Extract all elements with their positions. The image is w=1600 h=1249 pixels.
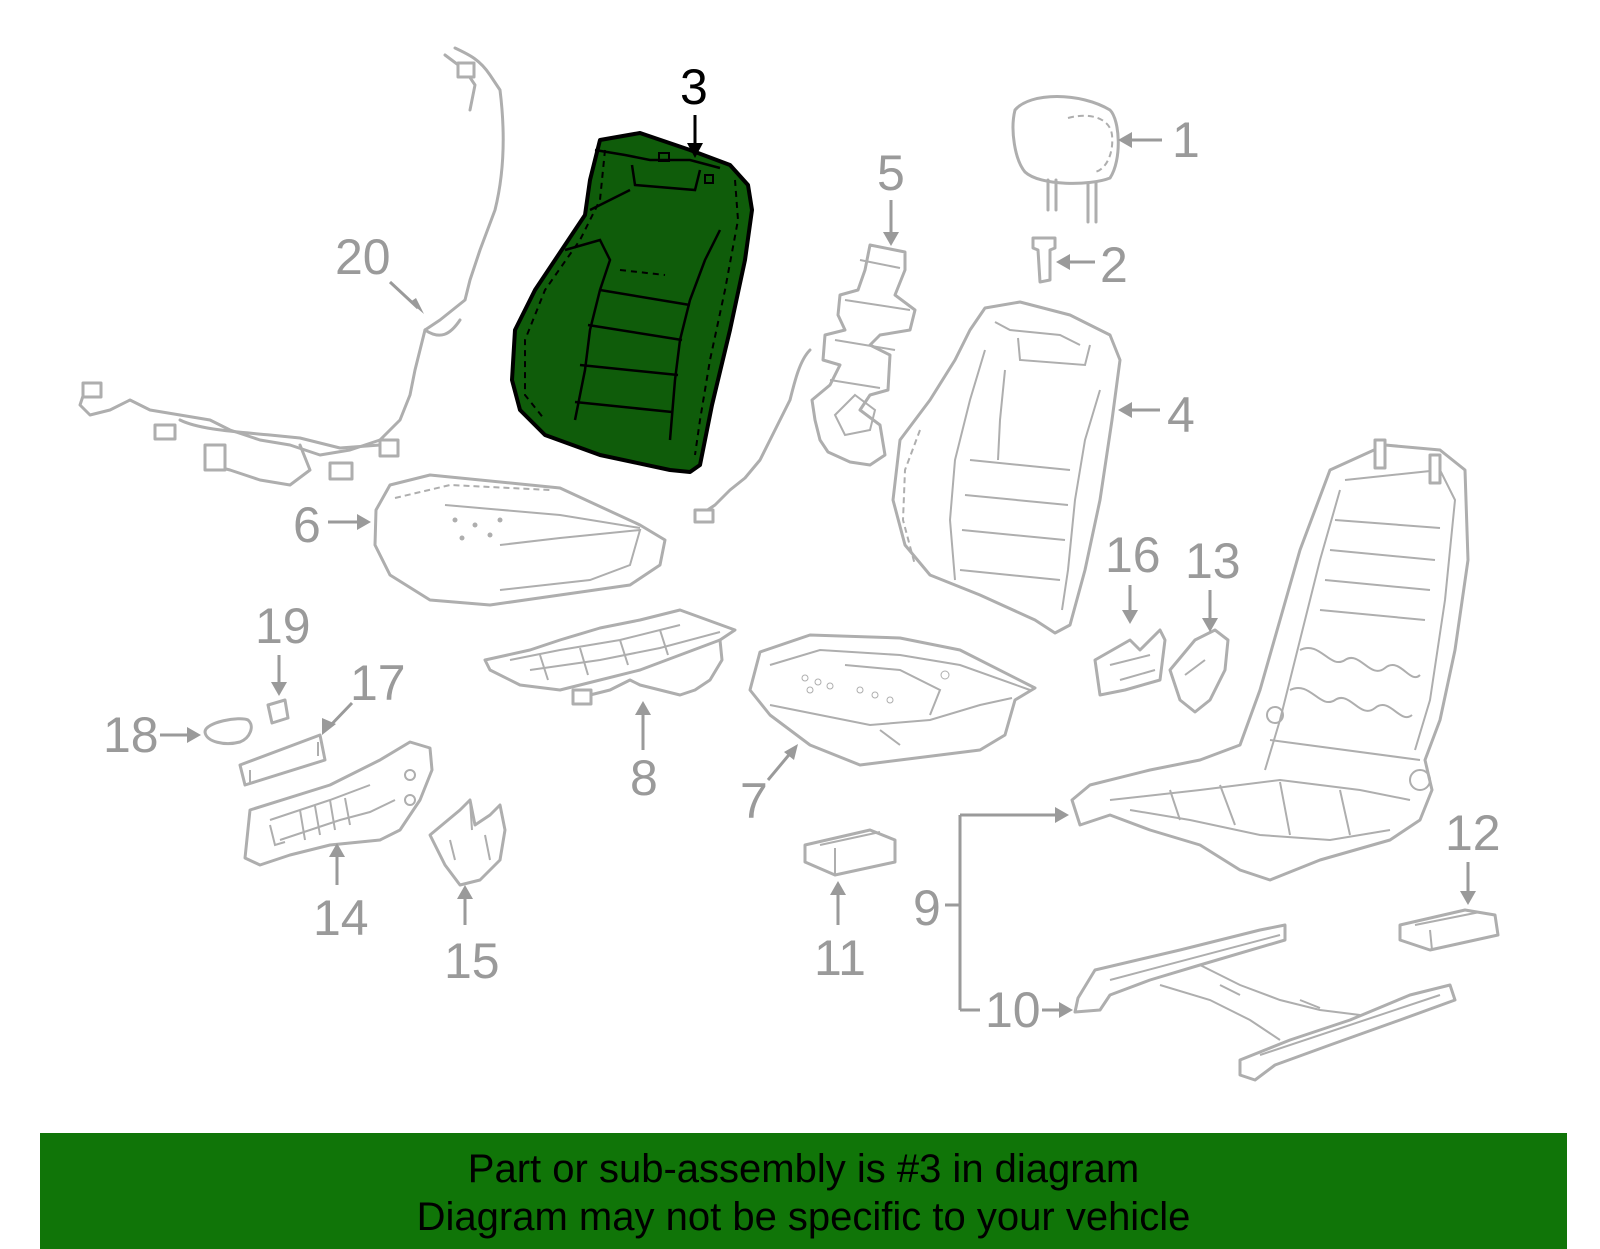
part-5-lumbar[interactable] (693, 243, 917, 524)
part-14-side-trim[interactable] (243, 740, 434, 867)
callout-18-label: 18 (103, 707, 159, 763)
callout-15-label: 15 (444, 933, 500, 989)
callout-5: 5 (877, 145, 905, 246)
part-2-guide[interactable] (1031, 236, 1057, 284)
callout-6: 6 (293, 497, 371, 553)
part-8-sensor-mat[interactable] (483, 608, 737, 706)
callout-17: 17 (322, 655, 406, 735)
callout-9-label: 9 (913, 880, 941, 936)
callout-3: 3 (680, 59, 708, 158)
callout-4: 4 (1118, 387, 1195, 443)
callout-17-label: 17 (350, 655, 406, 711)
callout-10-label: 10 (985, 982, 1041, 1038)
callout-14: 14 (313, 843, 369, 946)
callout-9: 9 (913, 807, 1069, 1012)
callout-2-label: 2 (1100, 237, 1128, 293)
callout-19: 19 (255, 598, 311, 696)
callout-5-label: 5 (877, 145, 905, 201)
banner-line-part: Part or sub-assembly is #3 in diagram (467, 1147, 1140, 1191)
callout-13: 13 (1185, 533, 1241, 632)
callout-20: 20 (335, 229, 424, 314)
banner-line-disclaimer: Diagram may not be specific to your vehi… (416, 1195, 1191, 1239)
callout-4-label: 4 (1167, 387, 1195, 443)
part-19-clip[interactable] (266, 698, 290, 725)
part-17-switch[interactable] (238, 733, 327, 787)
part-7-cushion-pad[interactable] (748, 633, 1037, 767)
callout-1-label: 1 (1172, 112, 1200, 168)
callout-3-label: 3 (680, 59, 708, 115)
callout-7-label: 7 (740, 773, 768, 829)
part-20-harness[interactable] (78, 46, 505, 487)
part-info-banner: Part or sub-assembly is #3 in diagram Di… (40, 1133, 1567, 1249)
part-3-seat-back-cover[interactable] (510, 131, 754, 474)
part-11-cover[interactable] (803, 828, 897, 877)
part-16-bracket[interactable] (1093, 628, 1167, 697)
callout-8-label: 8 (630, 750, 658, 806)
callout-16-label: 16 (1105, 527, 1161, 583)
callout-15: 15 (444, 885, 500, 989)
callout-19-label: 19 (255, 598, 311, 654)
part-6-cushion-cover[interactable] (373, 473, 667, 607)
part-15-inner-trim[interactable] (428, 798, 507, 887)
callout-1: 1 (1118, 112, 1200, 168)
part-9-seat-frame[interactable] (1070, 438, 1470, 882)
callout-20-label: 20 (335, 229, 391, 285)
callout-14-label: 14 (313, 890, 369, 946)
callout-8: 8 (630, 701, 658, 806)
callout-13-label: 13 (1185, 533, 1241, 589)
part-12-cover[interactable] (1398, 908, 1500, 952)
callout-10: 10 (985, 982, 1073, 1038)
callout-6-label: 6 (293, 497, 321, 553)
part-4-seat-back-pad[interactable] (891, 300, 1122, 635)
callout-12: 12 (1445, 805, 1501, 905)
callout-2: 2 (1056, 237, 1128, 293)
part-13-cover[interactable] (1168, 628, 1230, 714)
callout-16: 16 (1105, 527, 1161, 624)
callout-11-label: 11 (814, 930, 866, 986)
part-10-seat-track[interactable] (1073, 923, 1457, 1082)
callout-18: 18 (103, 707, 201, 763)
callout-11: 11 (814, 881, 866, 986)
part-18-knob[interactable] (203, 717, 253, 746)
callout-7: 7 (740, 744, 798, 829)
part-1-headrest[interactable] (1011, 95, 1120, 224)
callout-12-label: 12 (1445, 805, 1501, 861)
